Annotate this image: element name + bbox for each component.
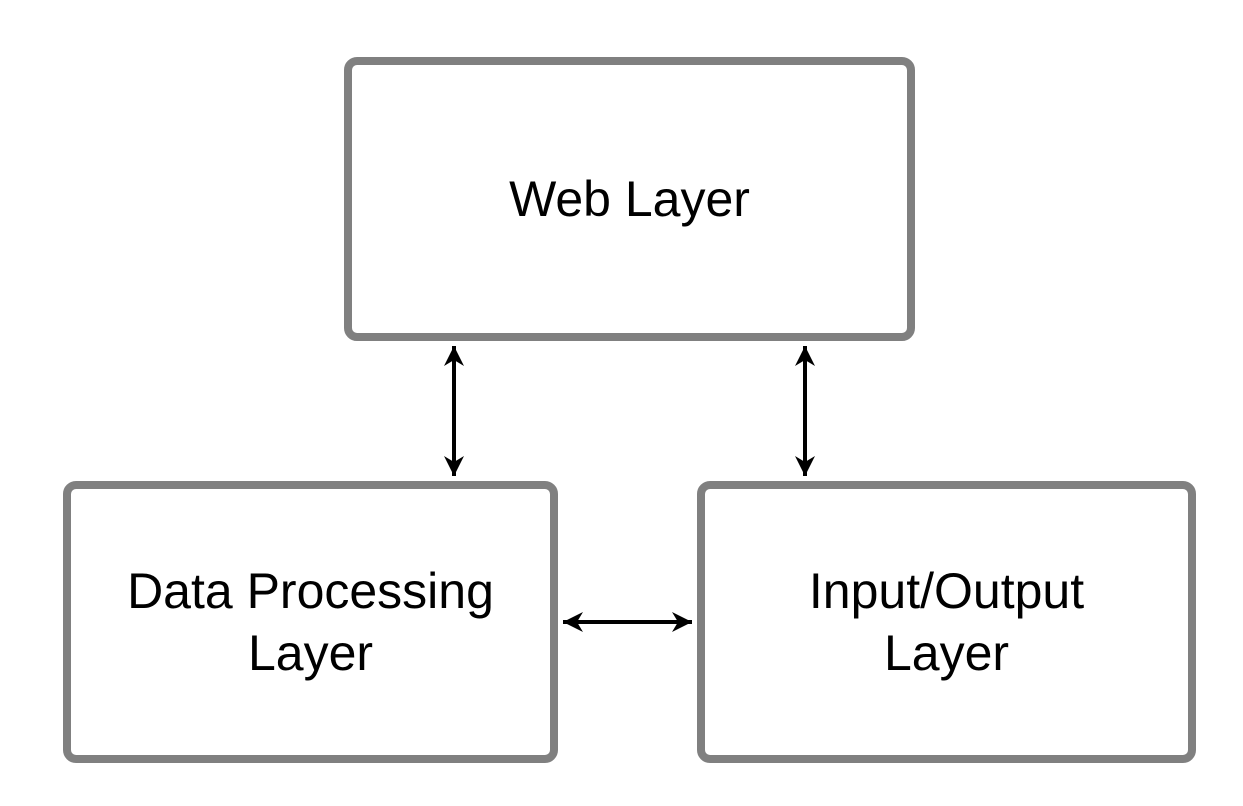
web-layer-label: Web Layer — [509, 171, 750, 227]
data-processing-layer-label: Data Processing Layer — [127, 563, 494, 681]
input-output-layer-box: Input/Output Layer — [697, 481, 1196, 763]
data-processing-layer-box: Data Processing Layer — [63, 481, 558, 763]
web-layer-box: Web Layer — [344, 57, 915, 341]
input-output-layer-label: Input/Output Layer — [808, 563, 1085, 681]
